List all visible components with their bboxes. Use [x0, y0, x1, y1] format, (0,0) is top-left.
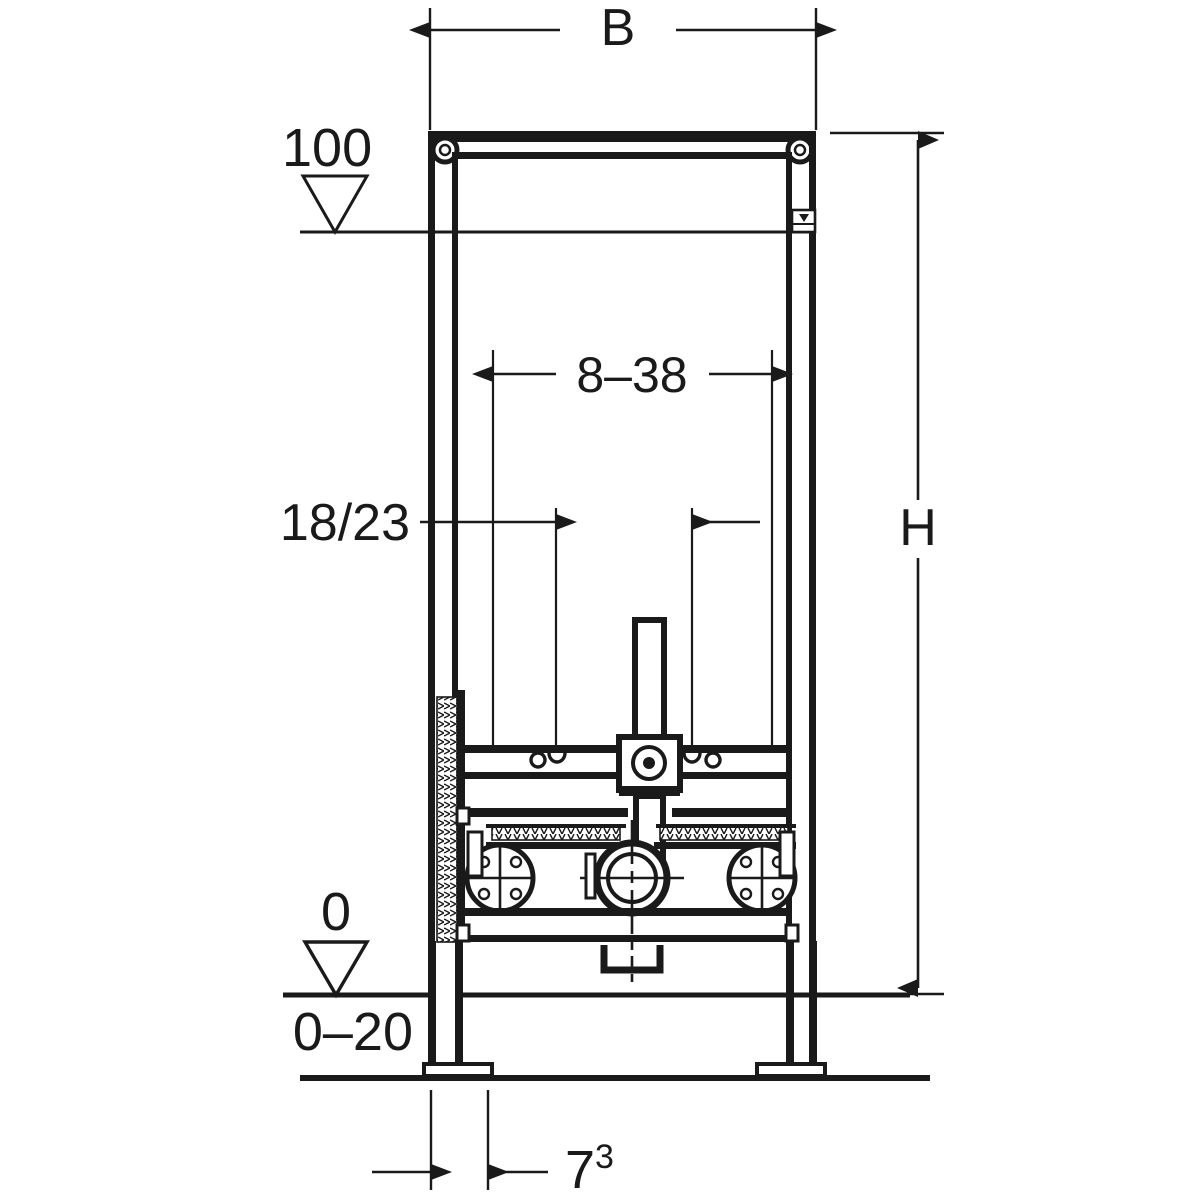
right-vertical-rail	[786, 131, 816, 941]
clamp-screw	[584, 852, 597, 900]
dimension-overall-width	[409, 8, 837, 130]
label-overall-width: B	[601, 0, 636, 57]
top-bolt-hole-right	[785, 135, 815, 165]
left-rail-outer-line	[428, 131, 435, 941]
support-rack-left	[491, 826, 621, 841]
right-leg-inner	[786, 941, 794, 1071]
support-bar-row	[462, 808, 796, 849]
level-indicator-marker	[790, 208, 817, 234]
lower-cross-members	[462, 908, 792, 982]
rack-attachment-nubs	[455, 806, 800, 943]
center-hub-base	[619, 786, 680, 796]
center-hub-dot	[643, 757, 655, 769]
support-bar-left-top	[462, 808, 628, 817]
right-leg-outer	[809, 941, 817, 1071]
support-bar-right-top	[672, 808, 792, 817]
label-overall-height: H	[899, 499, 937, 557]
right-foot-pad	[755, 1062, 827, 1078]
left-foot-pad	[422, 1062, 494, 1078]
label-bracket-offset: 18/23	[280, 494, 410, 552]
support-rack-right	[659, 826, 789, 841]
top-crossbar	[428, 131, 816, 159]
top-crossbar-outer	[428, 131, 816, 142]
dimension-mounting-spread	[472, 350, 793, 753]
crossbar-slot-1	[547, 752, 567, 764]
support-rack-left-cap	[486, 824, 626, 828]
left-leg-outer	[428, 941, 436, 1071]
label-datum-zero: 0	[321, 882, 351, 942]
label-datum-upper: 100	[282, 118, 372, 178]
label-foot-depth: 73	[565, 1138, 614, 1200]
lower-crossbar-2	[462, 935, 792, 942]
rack-teeth	[436, 696, 458, 943]
center-pipe-clamp	[580, 820, 684, 940]
pipe-saddle-bracket	[600, 945, 664, 974]
left-vertical-rail	[428, 131, 458, 941]
datum-zero-triangle-icon	[302, 940, 370, 999]
dimension-foot-depth	[372, 1090, 548, 1190]
crossbar-hole-1	[529, 751, 547, 769]
crossbar-hole-2	[704, 751, 722, 769]
label-mounting-spread: 8–38	[576, 347, 687, 403]
datum-zero-marker	[283, 940, 910, 999]
dimension-bracket-offset	[420, 508, 760, 755]
right-bracket-flange	[726, 830, 798, 914]
lower-crossbar-1	[462, 908, 792, 916]
left-bracket-flange	[464, 830, 536, 914]
datum-upper-triangle-icon	[300, 174, 370, 236]
right-rail-inner-line	[786, 152, 792, 934]
top-crossbar-inner	[452, 152, 792, 159]
left-rail-inner-line	[452, 152, 458, 934]
support-rack-left-base	[486, 842, 628, 849]
support-rack-right-base	[654, 842, 796, 849]
label-floor-adjustment: 0–20	[293, 1002, 413, 1062]
crossbar-slot-2	[682, 752, 702, 764]
support-rack-right-cap	[656, 824, 796, 828]
datum-upper-marker	[300, 174, 816, 236]
right-rail-outer-line	[809, 131, 816, 941]
center-pipe-upper	[632, 617, 667, 751]
left-leg-inner	[455, 941, 463, 1071]
